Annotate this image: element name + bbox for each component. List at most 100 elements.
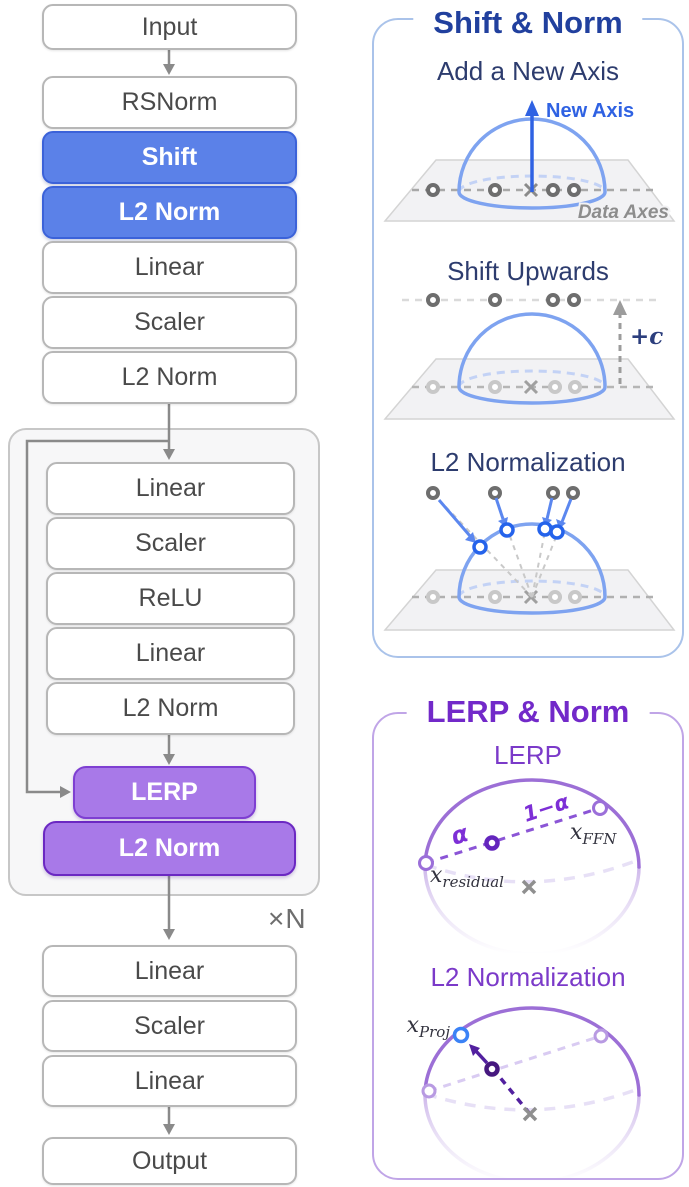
data-point-icon (546, 293, 560, 307)
flow-box-linear: Linear (46, 462, 295, 515)
flow-box-input: Input (42, 4, 297, 50)
proj-subscript: Proj (418, 1023, 450, 1041)
faded-endpoint-icon (593, 1028, 609, 1044)
x-ffn-label: xFFN (570, 820, 617, 848)
data-point-icon (566, 486, 580, 500)
hypersphere-dome (457, 522, 607, 615)
flow-box-scaler: Scaler (46, 517, 295, 570)
arrowhead-icon (469, 1044, 480, 1056)
alpha-label: α (448, 819, 472, 851)
data-point-icon (568, 380, 582, 394)
flow-box-output: Output (42, 1137, 297, 1185)
faded-endpoint-icon (421, 1083, 437, 1099)
sphere-outline (423, 1006, 641, 1097)
arrowhead-icon (465, 532, 476, 543)
hypersphere-dome (457, 312, 607, 405)
origin-x-icon (523, 379, 539, 395)
add-new-axis-diagram: New Axis Data Axes (383, 100, 676, 225)
projected-point-icon (499, 522, 515, 538)
data-point-icon (426, 590, 440, 604)
normalization-arrow (545, 497, 554, 520)
arrowhead-icon (163, 1124, 175, 1135)
x-symbol: x (570, 820, 583, 845)
sphere-lower-fade (423, 866, 641, 956)
ffn-subscript: FFN (581, 830, 617, 848)
residual-subscript: residual (442, 873, 504, 891)
data-point-icon (426, 183, 440, 197)
projected-point-icon (537, 521, 553, 537)
flow-box-l2norm: L2 Norm (46, 682, 295, 735)
flow-box-linear: Linear (42, 241, 297, 294)
lerp-norm-panel: LERP & Norm LERP α 1−α xFFN xresidual (372, 693, 684, 1182)
flow-box-linear: Linear (42, 945, 297, 997)
lerp-norm-panel-title: LERP & Norm (406, 693, 650, 731)
projected-point-icon (549, 524, 565, 540)
data-axes-label: Data Axes (578, 202, 669, 223)
data-point-icon (546, 486, 560, 500)
flow-box-relu: ReLU (46, 572, 295, 625)
normalization-dashed-segment (496, 1073, 532, 1116)
dome-base-back-dashed (457, 579, 607, 598)
flow-box-l2norm: L2 Norm (42, 186, 297, 239)
sphere-center-x-icon (521, 879, 537, 895)
faded-data-points (426, 380, 582, 394)
data-point-icon (567, 293, 581, 307)
l2-normalization-purple-diagram: xProj (407, 1006, 641, 1182)
faded-data-points (426, 590, 582, 604)
data-point-icon (488, 293, 502, 307)
arrowhead-icon (163, 929, 175, 940)
shift-norm-panel-title: Shift & Norm (413, 4, 643, 42)
x-proj-point-icon (452, 1026, 470, 1044)
flow-box-scaler: Scaler (42, 296, 297, 349)
x-residual-point-icon (418, 855, 434, 871)
data-point-icon (488, 183, 502, 197)
normalization-arrow (437, 499, 472, 537)
l2-normalization-title: L2 Normalization (430, 447, 626, 477)
data-point-icon (488, 590, 502, 604)
arrowhead-icon (525, 100, 539, 116)
normalization-arrow (494, 497, 505, 520)
data-point-icon (426, 486, 440, 500)
normalization-arrow (473, 1048, 489, 1065)
lerp-chord-dashed (425, 806, 601, 865)
flow-box-linear: Linear (46, 627, 295, 680)
shift-upwards-diagram: +c (383, 293, 676, 420)
add-new-axis-title: Add a New Axis (436, 56, 620, 86)
projected-point-icon (472, 539, 488, 555)
interpolated-point-icon (484, 1061, 500, 1077)
flow-box-linear: Linear (42, 1055, 297, 1107)
normalization-arrow (560, 498, 573, 523)
x-ffn-point-icon (592, 800, 608, 816)
x-proj-label: xProj (407, 1013, 451, 1041)
lerp-title: LERP (494, 740, 562, 770)
arrowhead-icon (613, 300, 627, 315)
new-axis-label: New Axis (546, 100, 634, 122)
l2-normalization-diagram (383, 486, 676, 631)
data-point-icon (548, 590, 562, 604)
interpolated-point-icon (484, 835, 500, 851)
lerp-diagram: α 1−α xFFN xresidual (418, 778, 641, 956)
flow-box-l2norm-purple: L2 Norm (43, 821, 296, 876)
l2-normalization-title: L2 Normalization (430, 962, 626, 992)
sphere-lower-fade (423, 1094, 641, 1182)
flow-box-shift: Shift (42, 131, 297, 184)
one-minus-alpha-label: 1−α (520, 789, 572, 826)
data-point-icon (568, 590, 582, 604)
sphere-outline (423, 778, 641, 869)
arrowhead-icon (163, 64, 175, 75)
normalization-arrows (437, 497, 573, 537)
x-symbol: x (407, 1013, 420, 1038)
data-point-icon (426, 380, 440, 394)
data-point-icon (546, 183, 560, 197)
data-points (426, 486, 580, 500)
data-points (426, 183, 581, 197)
x-symbol: x (430, 863, 443, 888)
repeat-n-label: ×N (268, 903, 307, 934)
shifted-data-points (426, 293, 581, 307)
projected-points (472, 521, 565, 555)
flow-box-scaler: Scaler (42, 1000, 297, 1052)
dome-base-back-dashed (457, 369, 607, 388)
flow-box-lerp: LERP (73, 766, 256, 819)
sphere-center-x-icon (522, 1106, 538, 1122)
